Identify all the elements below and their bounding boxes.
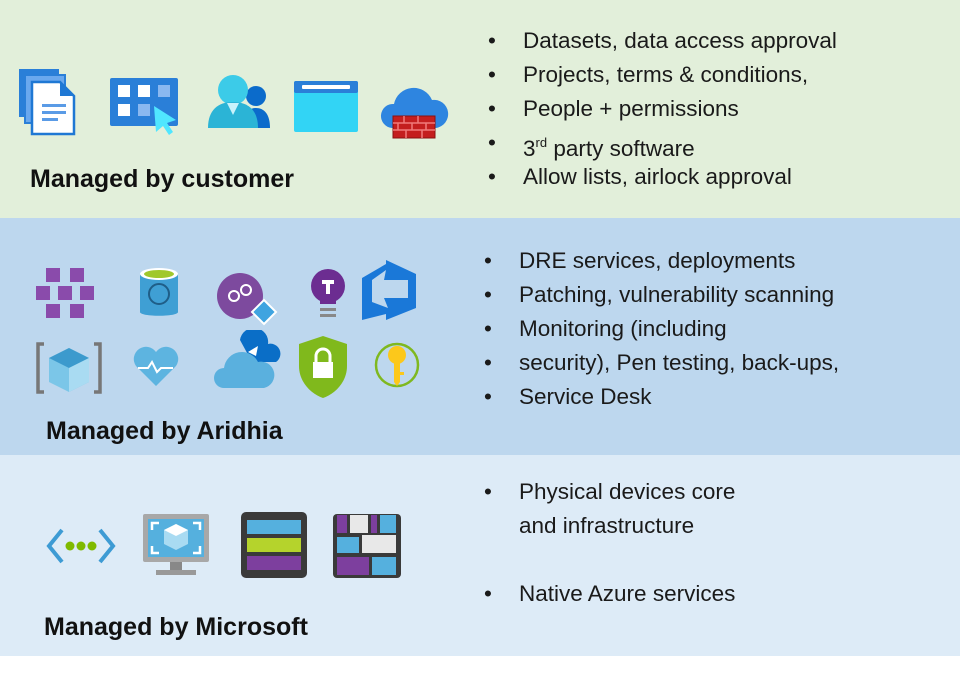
- insights-bulb-icon: [311, 269, 345, 317]
- list-item: Physical devices core: [484, 475, 735, 509]
- list-item: Monitoring (including: [484, 312, 839, 346]
- documents-icon: [19, 69, 76, 136]
- aridhia-heading: Managed by Aridhia: [46, 417, 283, 445]
- microsoft-heading: Managed by Microsoft: [44, 613, 308, 641]
- list-item: Patching, vulnerability scanning: [484, 278, 839, 312]
- third-party-superscript: rd: [535, 135, 548, 150]
- azure-devops-icon: [362, 260, 416, 320]
- users-icon: [208, 75, 270, 128]
- microsoft-responsibilities: Physical devices core and infrastructure…: [484, 475, 735, 611]
- list-item: People + permissions: [488, 92, 837, 126]
- cloud-firewall-icon: [380, 87, 449, 139]
- storage-icon: [241, 512, 307, 578]
- customer-responsibilities: Datasets, data access approval Projects,…: [488, 24, 837, 194]
- customer-heading: Managed by customer: [30, 165, 294, 193]
- container-icon: [36, 342, 102, 394]
- list-item: 3rd party software: [488, 126, 837, 161]
- virtual-network-icon: [46, 528, 116, 564]
- dashboard-icon: [110, 78, 178, 135]
- virtual-machine-icon: [143, 514, 209, 575]
- postgresql-icon: [140, 268, 178, 316]
- kubernetes-icon: [36, 268, 94, 318]
- list-item: security), Pen testing, back-ups,: [484, 346, 839, 380]
- list-item: Allow lists, airlock approval: [488, 160, 837, 194]
- third-party-number: 3: [523, 136, 536, 161]
- health-monitor-icon: [133, 346, 179, 386]
- third-party-text: party software: [547, 136, 695, 161]
- list-item: Service Desk: [484, 380, 839, 414]
- blob-storage-icon: [333, 514, 401, 578]
- identity-groups-icon: [217, 273, 278, 326]
- list-item: DRE services, deployments: [484, 244, 839, 278]
- security-shield-icon: [299, 336, 347, 398]
- list-item: Datasets, data access approval: [488, 24, 837, 58]
- aridhia-responsibilities: DRE services, deployments Patching, vuln…: [484, 244, 839, 414]
- list-spacer: [484, 543, 735, 577]
- list-item: Native Azure services: [484, 577, 735, 611]
- list-item: Projects, terms & conditions,: [488, 58, 837, 92]
- list-item: and infrastructure: [519, 513, 695, 538]
- key-vault-icon: [374, 342, 420, 388]
- cloud-backup-icon: [214, 330, 281, 388]
- window-icon: [294, 81, 358, 132]
